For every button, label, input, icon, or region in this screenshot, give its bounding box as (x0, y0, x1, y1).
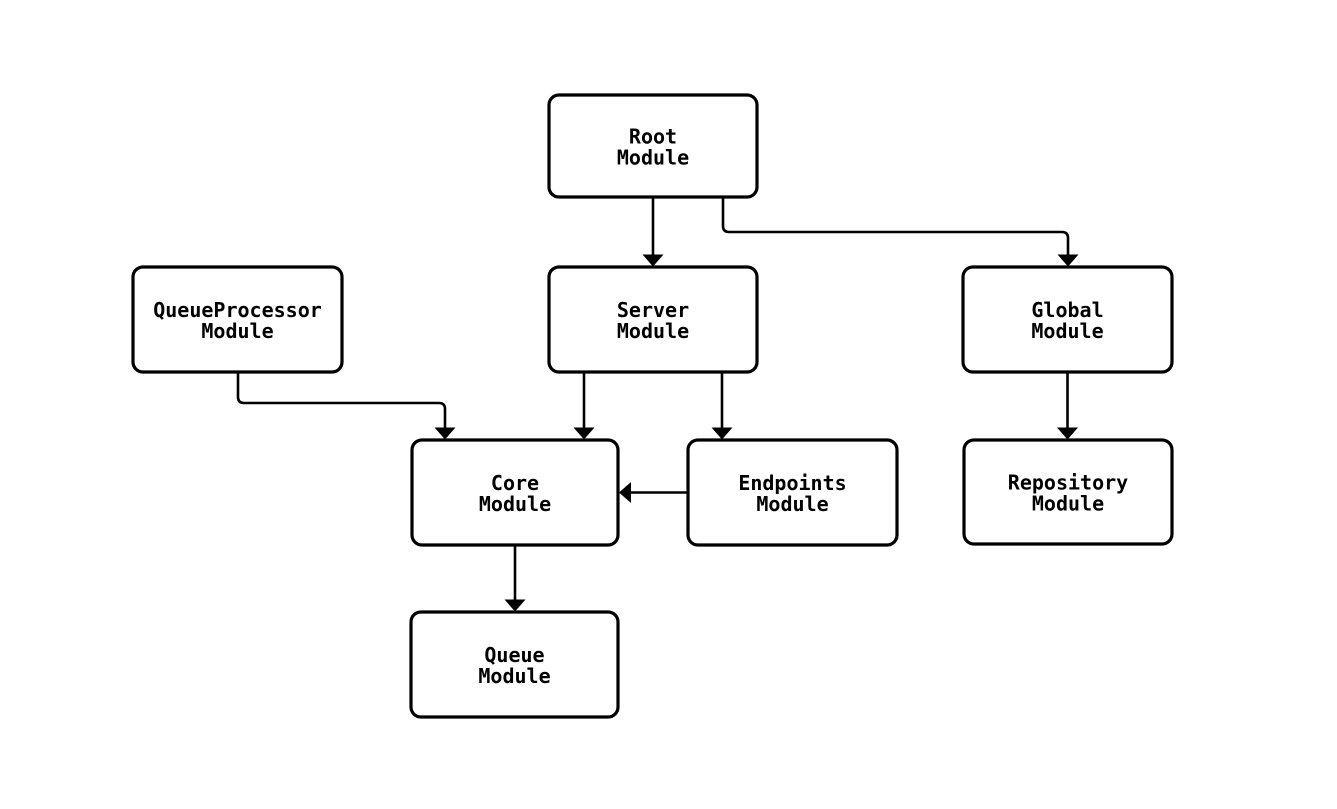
arrowhead-down-icon (573, 427, 595, 440)
node-global-module-label-line1: Global (1031, 298, 1103, 322)
node-queue-module: Queue Module (409, 610, 620, 719)
node-endpoints-module-label-line2: Module (756, 492, 828, 516)
node-root-module: Root Module (547, 93, 759, 199)
node-server-module-box (547, 265, 759, 374)
node-root-module-label-line1: Root (629, 125, 677, 149)
edge-queueprocessor-to-core (236, 372, 456, 440)
edge-core-to-queue (504, 545, 526, 612)
node-queue-module-box (409, 610, 620, 719)
edge-global-to-repository (1057, 372, 1078, 440)
node-server-module-label-line2: Module (617, 319, 689, 343)
edge-root-to-global (721, 197, 1079, 267)
arrowhead-down-icon (1057, 254, 1079, 267)
arrowhead-left-icon (619, 482, 631, 503)
node-queueprocessor-module-label-line1: QueueProcessor (153, 298, 322, 322)
node-server-module: Server Module (547, 265, 759, 374)
edge-server-to-core (573, 372, 595, 440)
node-queue-module-label-line1: Queue (484, 643, 544, 667)
edge-root-to-global-line (721, 197, 1070, 256)
arrowhead-down-icon (642, 254, 664, 267)
arrowhead-down-icon (1057, 427, 1078, 440)
node-endpoints-module: Endpoints Module (686, 438, 899, 547)
node-global-module-label-line2: Module (1031, 319, 1103, 343)
node-root-module-label-line2: Module (617, 146, 689, 170)
node-repository-module-label-line1: Repository (1008, 471, 1128, 495)
node-endpoints-module-label-line1: Endpoints (738, 471, 846, 495)
node-queueprocessor-module-box (131, 265, 344, 374)
node-global-module-box (961, 265, 1174, 374)
node-queueprocessor-module: QueueProcessor Module (131, 265, 344, 374)
node-repository-module-label-line2: Module (1032, 492, 1104, 516)
arrowhead-down-icon (434, 427, 456, 440)
arrowhead-down-icon (711, 427, 733, 440)
edge-queueprocessor-to-core-line (236, 372, 447, 429)
arrowhead-down-icon (504, 599, 526, 612)
node-core-module-box (410, 438, 620, 547)
edge-root-to-server (642, 197, 664, 267)
edge-endpoints-to-core (619, 482, 688, 503)
node-core-module-label-line1: Core (491, 471, 539, 495)
node-repository-module: Repository Module (962, 438, 1174, 546)
node-core-module-label-line2: Module (479, 492, 551, 516)
edge-server-to-endpoints (711, 372, 733, 440)
node-server-module-label-line1: Server (617, 298, 689, 322)
node-queue-module-label-line2: Module (478, 664, 550, 688)
node-queueprocessor-module-label-line2: Module (201, 319, 273, 343)
node-root-module-box (547, 93, 759, 199)
node-core-module: Core Module (410, 438, 620, 547)
node-endpoints-module-box (686, 438, 899, 547)
node-global-module: Global Module (961, 265, 1174, 374)
node-repository-module-box (962, 438, 1174, 546)
